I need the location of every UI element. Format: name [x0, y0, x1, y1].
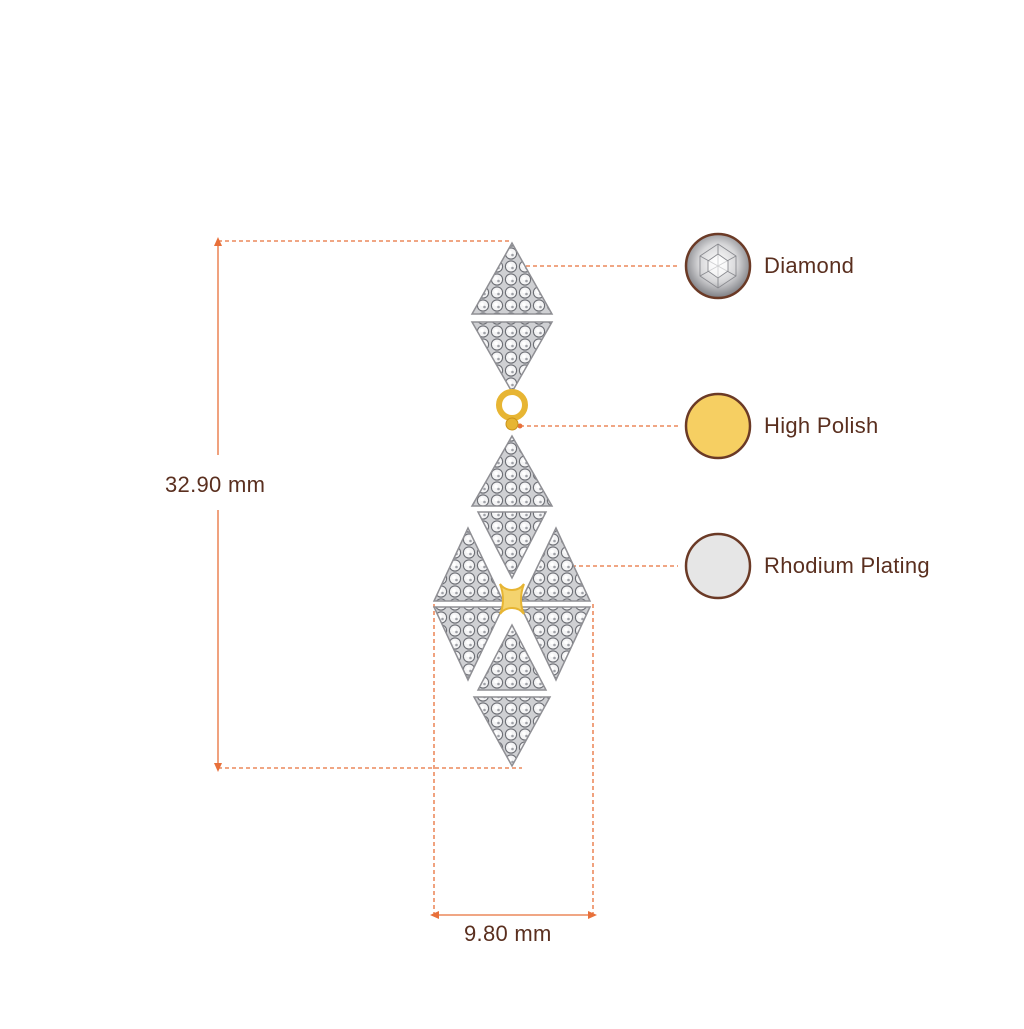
pendant-right-upper-triangle [519, 526, 592, 602]
diamond-facets [699, 243, 737, 289]
top-lower-triangle [470, 321, 554, 394]
width-arrow-left [430, 911, 439, 919]
pendant-bottom-triangle [472, 696, 552, 768]
gold-swatch [684, 392, 752, 460]
height-arrow-top [214, 237, 222, 246]
pendant-left-lower-triangle [432, 606, 505, 682]
height-arrow-bottom [214, 763, 222, 772]
rhodium-swatch [684, 532, 752, 600]
pendant-left-upper-triangle [432, 526, 505, 602]
width-dimension-label: 9.80 mm [464, 921, 552, 946]
top-upper-triangle [470, 241, 554, 315]
polish-leader-dot [517, 423, 523, 429]
dimension-lines [217, 240, 678, 918]
legend-rhodium-plating-label: Rhodium Plating [764, 553, 930, 578]
height-dimension-label: 32.90 mm [165, 472, 266, 497]
connector-ring [496, 389, 528, 421]
legend-high-polish-label: High Polish [764, 413, 879, 438]
legend-diamond-label: Diamond [764, 253, 855, 278]
pendant-center-lower-triangle [476, 623, 548, 691]
pendant-top-triangle [470, 434, 554, 507]
legend-swatches [684, 232, 752, 600]
connector-link [505, 417, 519, 431]
earring [432, 241, 592, 768]
pendant-upper-inverted-triangle [476, 511, 548, 580]
center-gold-cutout [499, 583, 525, 615]
pendant-right-lower-triangle [519, 606, 592, 682]
width-arrow-right [588, 911, 597, 919]
